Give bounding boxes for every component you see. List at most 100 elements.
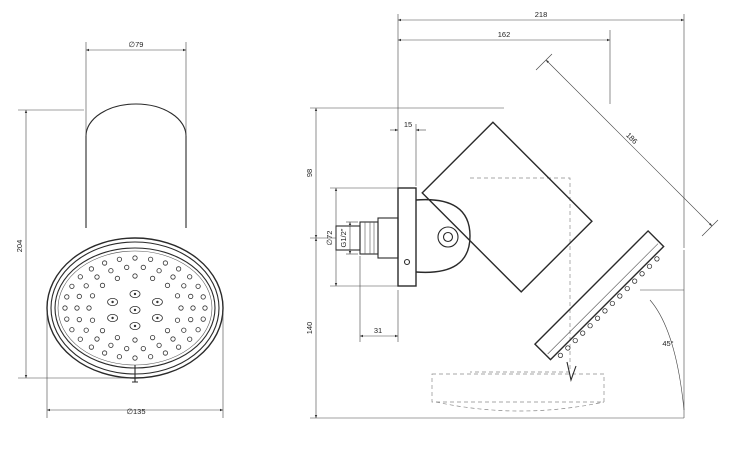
side-dim-flange: ∅72 — [325, 187, 398, 287]
side-ball-joint — [415, 198, 471, 274]
front-dim-top-label: ∅79 — [129, 40, 144, 49]
nozzle — [114, 334, 121, 341]
nozzle — [99, 327, 106, 334]
nozzle — [170, 336, 176, 342]
side-nozzle-row — [557, 256, 660, 358]
side-view: 218 162 186 15 98 — [305, 10, 719, 419]
nozzle — [200, 294, 206, 300]
side-dim-flange-label: ∅72 — [325, 231, 334, 246]
nozzle — [64, 294, 70, 300]
nozzle — [150, 275, 156, 281]
nozzle — [132, 273, 138, 279]
side-nozzle — [624, 285, 630, 292]
nozzle — [187, 336, 193, 342]
nozzle — [77, 336, 83, 342]
side-flange-screw — [403, 258, 411, 266]
side-dim-thread: G1/2" — [339, 221, 358, 255]
side-nozzle — [646, 263, 653, 269]
front-view: ∅79 204 ∅135 — [15, 40, 224, 418]
nozzle — [148, 354, 154, 360]
front-dim-bottom-label: ∅135 — [126, 407, 145, 416]
nozzle — [89, 293, 96, 299]
nozzle — [99, 282, 106, 288]
nozzle — [140, 264, 146, 270]
side-nozzle — [557, 352, 564, 358]
front-dim-top: ∅79 — [85, 40, 187, 136]
nozzle — [195, 283, 201, 289]
side-dim-arm-label: 186 — [624, 131, 639, 146]
nozzle — [156, 268, 162, 274]
nozzle-center — [111, 300, 114, 304]
nozzle-center — [133, 324, 137, 328]
side-nozzle — [654, 256, 660, 262]
nozzle — [164, 282, 171, 288]
nozzle — [83, 327, 89, 333]
nozzle — [64, 316, 70, 322]
side-dim-angle: 45° — [640, 250, 685, 418]
nozzle-center — [156, 300, 159, 304]
nozzle — [88, 344, 95, 350]
nozzle — [162, 350, 168, 356]
nozzle — [132, 337, 138, 343]
nozzle-center — [133, 292, 137, 296]
side-nozzle — [580, 330, 586, 336]
nozzle — [140, 345, 146, 352]
nozzle — [132, 355, 138, 361]
nozzle — [102, 350, 108, 356]
nozzle — [150, 334, 156, 341]
nozzle — [114, 275, 121, 281]
nozzle — [62, 305, 68, 311]
side-joint-pivot-inner — [442, 231, 454, 243]
side-nozzle — [594, 315, 601, 321]
side-nozzle — [609, 300, 615, 307]
nozzle — [77, 274, 83, 280]
nozzle — [116, 354, 123, 360]
nozzle — [124, 264, 130, 270]
front-nozzle-pattern — [62, 255, 208, 361]
side-tilted-arm — [421, 121, 593, 293]
side-nozzle — [587, 323, 593, 329]
nozzle-center — [133, 308, 137, 312]
side-joint-pivot — [437, 226, 459, 248]
nozzle — [162, 260, 168, 266]
nozzle — [195, 327, 201, 333]
nozzle — [176, 266, 182, 272]
front-arm-outline — [85, 103, 187, 228]
nozzle — [187, 274, 193, 280]
nozzle — [164, 327, 171, 334]
nozzle-center — [111, 316, 114, 320]
nozzle — [190, 305, 196, 311]
nozzle — [74, 305, 80, 311]
nozzle — [202, 305, 208, 311]
nozzle — [174, 317, 181, 323]
side-nozzle — [565, 345, 571, 351]
nozzle — [88, 266, 95, 272]
side-dim-inlet: 31 — [359, 256, 399, 342]
nozzle — [76, 293, 82, 299]
side-wall-flange — [397, 187, 417, 287]
nozzle-center — [156, 316, 159, 320]
nozzle — [181, 327, 187, 333]
side-nozzle — [602, 308, 608, 314]
side-lever — [566, 361, 577, 382]
front-dim-height: 204 — [15, 109, 130, 379]
nozzle — [178, 305, 184, 311]
nozzle — [188, 293, 194, 299]
front-dim-bottom: ∅135 — [46, 312, 224, 418]
side-nozzle — [617, 293, 623, 299]
nozzle — [76, 316, 82, 323]
side-hidden-lines — [431, 177, 605, 412]
nozzle — [86, 305, 92, 311]
nozzle — [94, 336, 100, 342]
nozzle — [69, 327, 75, 333]
nozzle — [188, 316, 194, 323]
side-dim-wall-offset-label: 15 — [404, 120, 412, 129]
nozzle — [102, 260, 108, 266]
side-inlet — [335, 217, 399, 259]
nozzle — [170, 274, 176, 280]
side-dim-angle-label: 45° — [662, 339, 673, 348]
front-lever — [132, 365, 138, 383]
side-dim-lower-label: 140 — [305, 322, 314, 335]
nozzle — [108, 342, 114, 348]
